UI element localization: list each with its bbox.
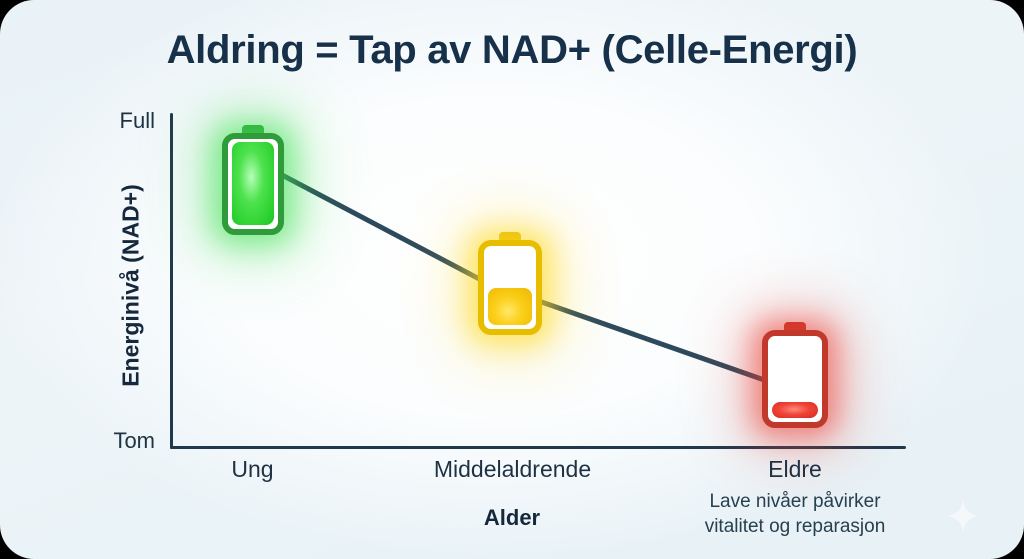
- y-axis-line: [170, 113, 173, 449]
- y-axis-label: Energinivå (NAD+): [117, 184, 144, 387]
- battery-fill: [488, 288, 532, 325]
- battery-full-icon: [222, 125, 284, 235]
- sparkle-icon: [946, 499, 980, 533]
- x-axis-tick-middle-aged: Middelaldrende: [433, 456, 592, 482]
- y-axis-tick-full: Full: [119, 108, 155, 133]
- battery-terminal: [784, 322, 806, 333]
- battery-body: [478, 240, 542, 335]
- battery-half-icon: [478, 232, 542, 335]
- battery-terminal: [242, 125, 264, 136]
- annotation-line-1: Lave nivåer påvirker: [709, 491, 881, 512]
- y-axis-tick-empty: Tom: [113, 428, 155, 453]
- annotation-line-2: vitalitet og reparasjon: [704, 516, 886, 537]
- battery-low-icon: [762, 322, 828, 428]
- battery-terminal: [499, 232, 521, 243]
- battery-fill: [772, 401, 818, 418]
- x-axis-tick-elderly: Eldre: [768, 456, 822, 482]
- battery-body: [762, 330, 828, 428]
- annotation-text: Lave nivåer påvirker vitalitet og repara…: [660, 489, 930, 539]
- x-axis-label: Alder: [483, 505, 541, 530]
- page-title: Aldring = Tap av NAD+ (Celle-Energi): [166, 28, 858, 72]
- x-axis-line: [170, 446, 906, 449]
- battery-fill: [232, 142, 274, 225]
- battery-body: [222, 133, 284, 235]
- x-axis-tick-young: Ung: [231, 456, 274, 482]
